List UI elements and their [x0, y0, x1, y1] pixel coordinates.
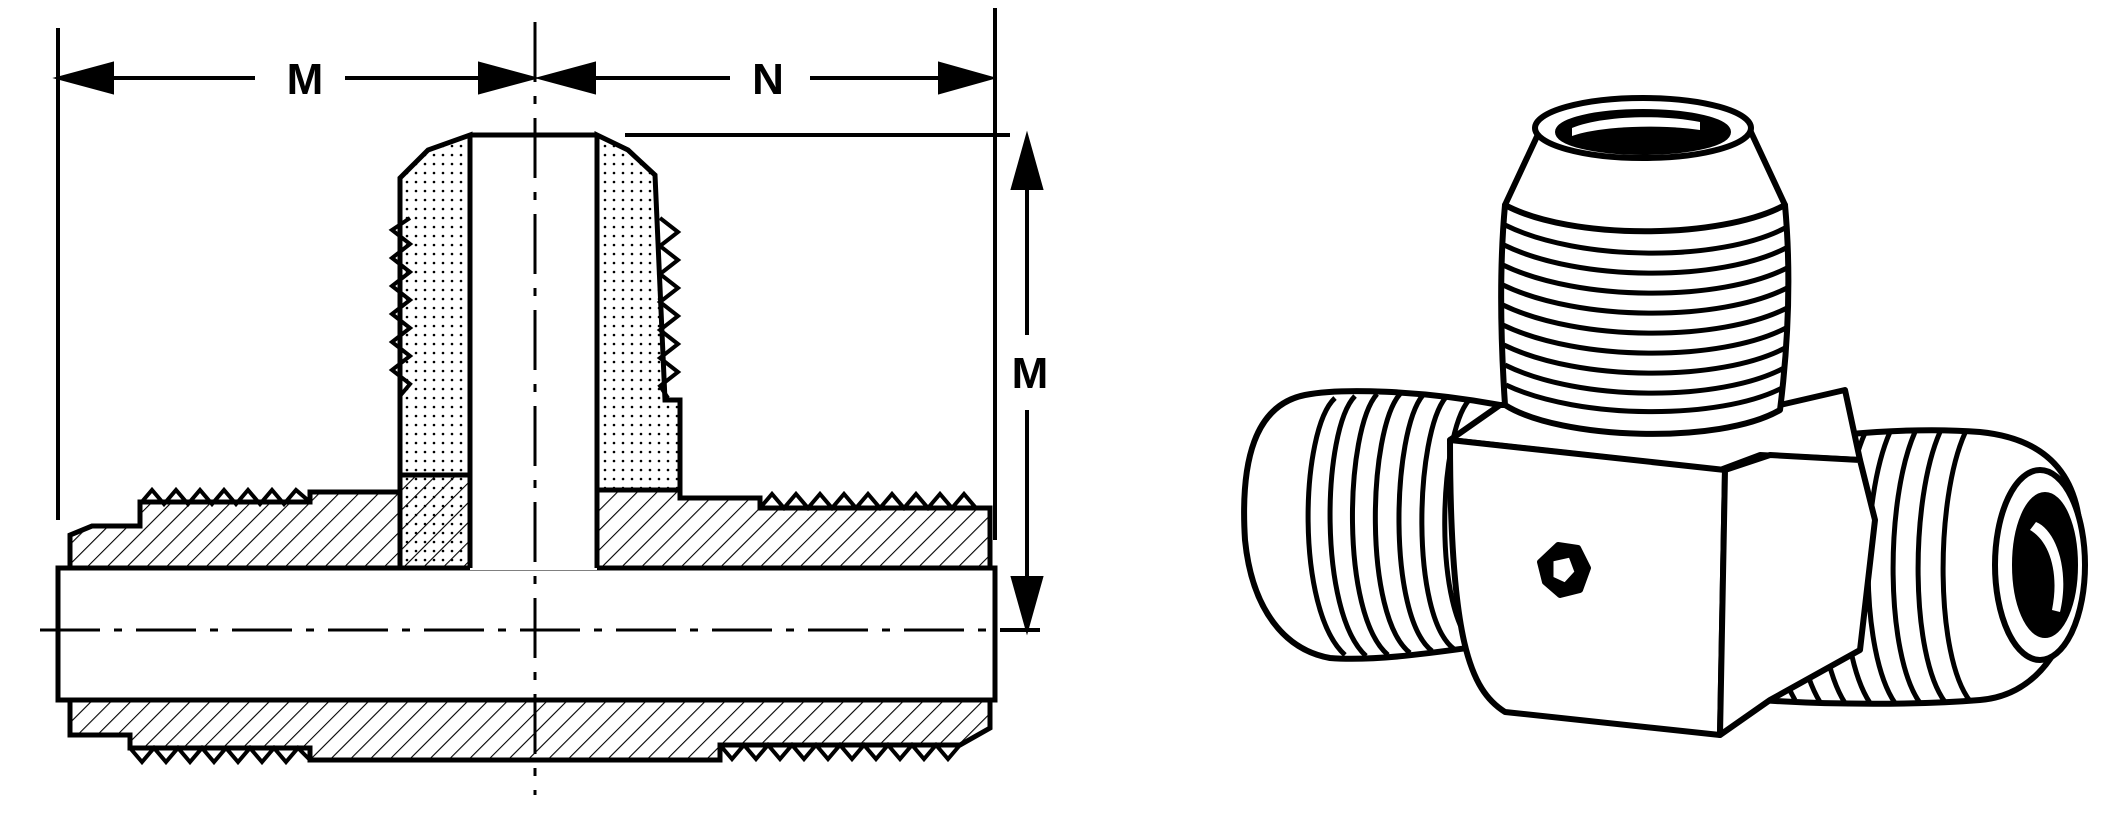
section-view: M N M: [40, 8, 1048, 795]
dimension-label-m-horizontal: M: [287, 55, 324, 104]
dimension-lines: [52, 61, 1044, 636]
dimension-label-m-vertical: M: [1012, 349, 1049, 398]
branch-threads: [388, 216, 682, 400]
extension-lines: [56, 8, 1040, 632]
top-threaded-leg: [1498, 95, 1792, 437]
fitting-section-body: [55, 131, 998, 763]
pictorial-view: [1241, 95, 2088, 738]
run-threads: [128, 486, 978, 766]
dimension-label-n-horizontal: N: [752, 55, 784, 104]
center-lines: [40, 22, 1000, 795]
